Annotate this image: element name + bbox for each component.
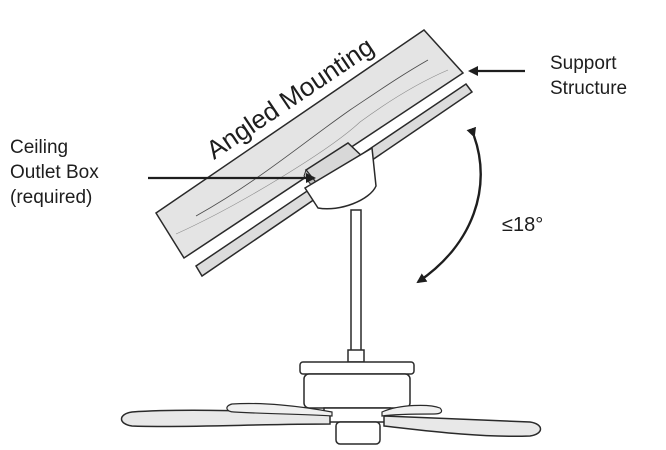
- fan-blade-back: [226, 402, 333, 417]
- angle-arc-arrow-icon: [416, 126, 482, 284]
- downrod: [350, 209, 362, 353]
- fan-canopy: [303, 146, 377, 210]
- motor-housing: [303, 373, 411, 409]
- fan-blade-back-right: [381, 404, 443, 417]
- angled-mounting-panel: [154, 29, 465, 260]
- ceiling-outlet-label-line3: (required): [10, 187, 92, 208]
- angle-label: ≤18°: [502, 214, 543, 236]
- motor-housing-top: [299, 361, 415, 375]
- ceiling-outlet-label-line1: Ceiling: [10, 137, 68, 158]
- panel-grain-line: [175, 69, 449, 235]
- fan-blade-right: [383, 415, 542, 438]
- support-structure-label-line1: Support: [550, 53, 617, 74]
- panel-grain-line: [195, 59, 429, 217]
- switch-housing: [335, 421, 381, 445]
- support-structure-label-line2: Structure: [550, 78, 627, 99]
- downrod-collar: [347, 349, 365, 363]
- motor-housing-bottom: [323, 407, 391, 423]
- ceiling-outlet-label-line2: Outlet Box: [10, 162, 99, 183]
